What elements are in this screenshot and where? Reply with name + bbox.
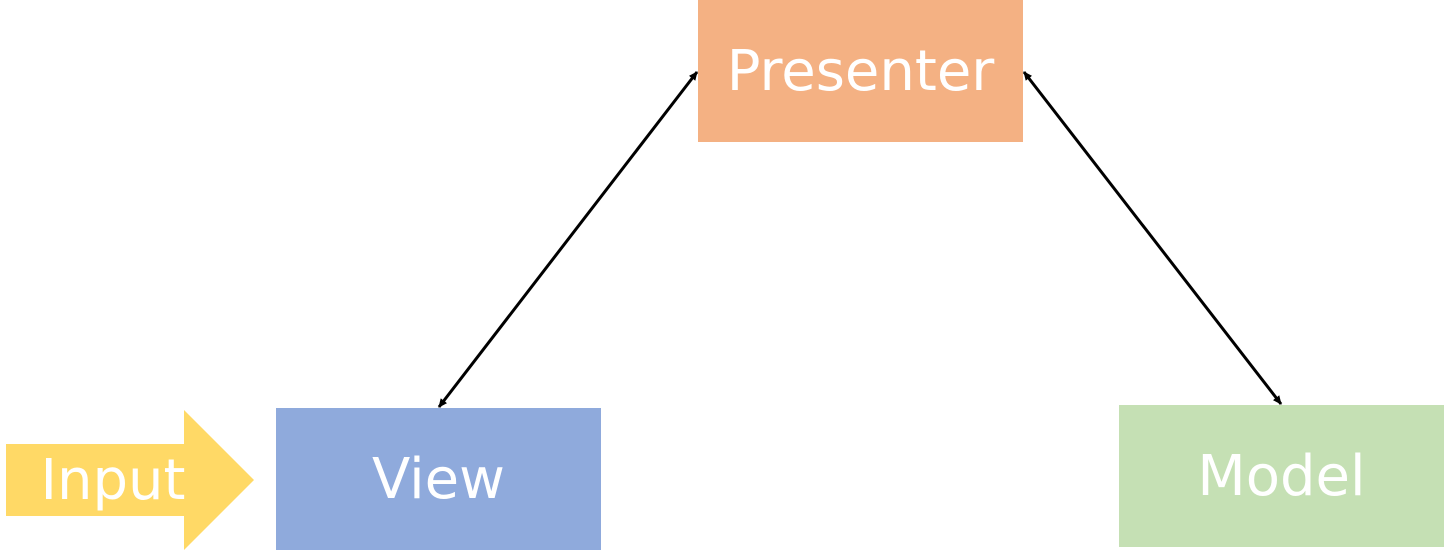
input-label: Input — [40, 447, 186, 513]
input-arrow — [6, 410, 254, 550]
model-box — [1119, 405, 1444, 547]
presenter-node: Presenter — [698, 0, 1023, 142]
connector-presenter-model — [1022, 71, 1283, 405]
connector-view-presenter — [437, 71, 699, 408]
model-node: Model — [1119, 405, 1444, 547]
view-label: View — [372, 446, 505, 512]
view-box — [276, 408, 601, 550]
input-text: Input — [6, 444, 220, 516]
presenter-box — [698, 0, 1023, 142]
view-node: View — [276, 408, 601, 550]
model-label: Model — [1197, 443, 1366, 509]
presenter-label: Presenter — [726, 38, 995, 104]
